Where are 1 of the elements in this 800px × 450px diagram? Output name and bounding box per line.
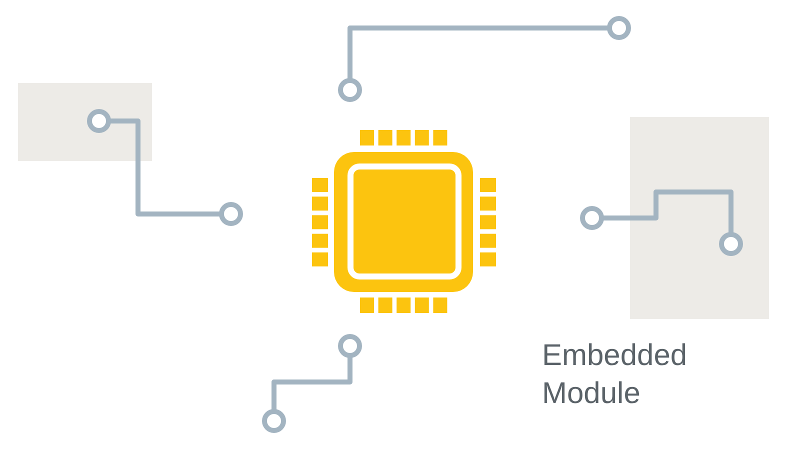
module-label: Embedded Module [542,338,688,412]
